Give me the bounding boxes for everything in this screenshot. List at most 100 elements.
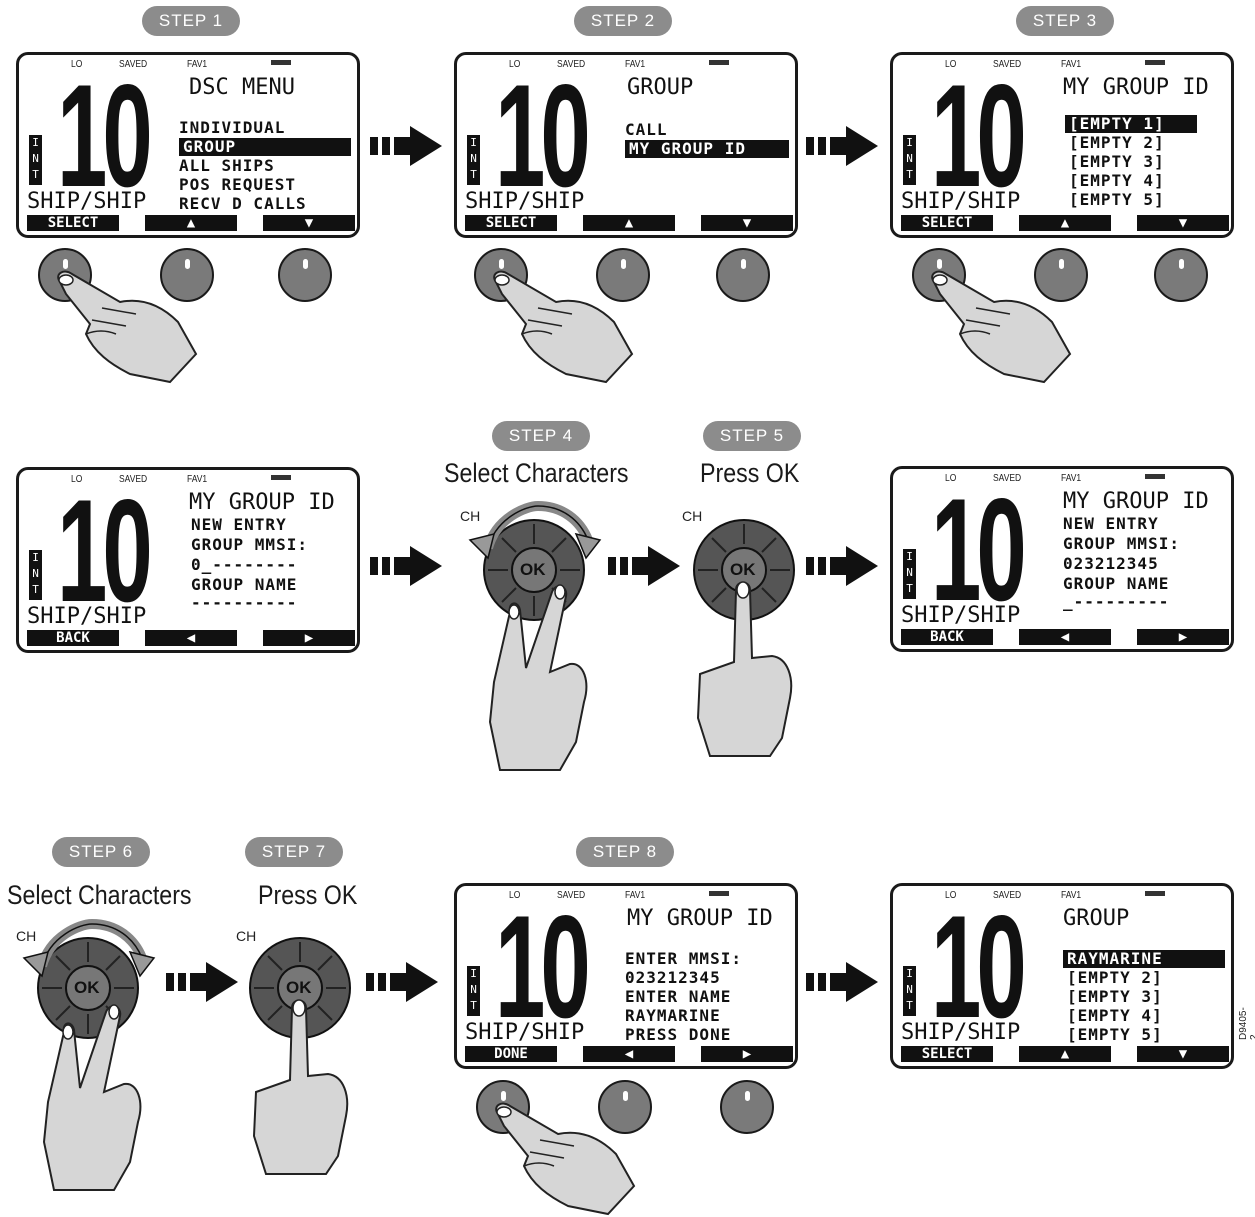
menu-line[interactable]: [EMPTY 4] [1069, 172, 1165, 190]
step-4-label: STEP 4 [492, 421, 590, 451]
softkey-left[interactable]: BACK [27, 630, 119, 646]
caption-select-characters-4: Select Characters [444, 458, 629, 489]
menu-line[interactable]: [EMPTY 5] [1069, 191, 1165, 209]
next-arrow-icon [370, 126, 442, 166]
softkey-right[interactable]: ▶ [701, 1046, 793, 1062]
menu-line-selected[interactable]: RAYMARINE [1063, 950, 1225, 968]
menu-line[interactable]: [EMPTY 2] [1067, 969, 1163, 987]
pressing-hand-icon [486, 264, 636, 384]
turning-hand-icon [34, 992, 154, 1192]
softkey-knob[interactable] [716, 248, 770, 302]
channel-number: 10 [57, 63, 148, 209]
name-entry[interactable]: _--------- [1063, 593, 1169, 611]
battery-icon [1145, 60, 1165, 65]
fav-indicator: FAV1 [625, 890, 645, 901]
battery-icon [1145, 474, 1165, 479]
int-badge: INT [467, 966, 480, 1016]
next-arrow-icon [366, 962, 438, 1002]
step-5-label: STEP 5 [703, 421, 801, 451]
softkey-knob[interactable] [720, 1080, 774, 1134]
menu-line-selected[interactable]: GROUP [179, 138, 351, 156]
next-arrow-icon [806, 962, 878, 1002]
softkey-left[interactable]: BACK [901, 629, 993, 645]
caption-press-ok-7: Press OK [258, 880, 357, 911]
softkey-right[interactable]: ▼ [1137, 1046, 1229, 1062]
rotate-arrow-icon [20, 918, 158, 978]
name-value: RAYMARINE [625, 1007, 721, 1025]
battery-icon [271, 475, 291, 480]
menu-line[interactable]: [EMPTY 4] [1067, 1007, 1163, 1025]
softkey-left[interactable]: SELECT [465, 215, 557, 231]
menu-line[interactable]: [EMPTY 3] [1067, 988, 1163, 1006]
menu-line: ENTER MMSI: [625, 950, 742, 968]
softkey-right[interactable]: ▼ [1137, 215, 1229, 231]
menu-line[interactable]: [EMPTY 3] [1069, 153, 1165, 171]
softkey-middle[interactable]: ▲ [583, 215, 675, 231]
pressing-hand-icon [488, 1096, 638, 1216]
menu-line[interactable]: ALL SHIPS [179, 157, 275, 175]
softkey-right[interactable]: ▼ [263, 215, 355, 231]
menu-line: GROUP MMSI: [191, 536, 308, 554]
menu-line[interactable]: INDIVIDUAL [179, 119, 285, 137]
menu-line[interactable]: [EMPTY 5] [1067, 1026, 1163, 1044]
softkey-knob[interactable] [1154, 248, 1208, 302]
menu-line[interactable]: RECV D CALLS [179, 195, 307, 213]
mmsi-entry[interactable]: 023212345 [1063, 555, 1159, 573]
pointing-hand-icon [690, 578, 800, 758]
next-arrow-icon [806, 546, 878, 586]
menu-line: PRESS DONE [625, 1026, 731, 1044]
softkey-left[interactable]: SELECT [901, 1046, 993, 1062]
menu-title: MY GROUP ID [189, 490, 335, 515]
battery-icon [709, 60, 729, 65]
menu-line: NEW ENTRY [191, 516, 287, 534]
softkey-knob[interactable] [278, 248, 332, 302]
softkey-middle[interactable]: ▲ [1019, 1046, 1111, 1062]
pointing-hand-icon [246, 996, 356, 1176]
channel-number: 10 [931, 63, 1022, 209]
battery-icon [271, 60, 291, 65]
channel-number: 10 [495, 894, 586, 1040]
next-arrow-icon [166, 962, 238, 1002]
softkey-left[interactable]: SELECT [27, 215, 119, 231]
menu-line[interactable]: CALL [625, 121, 668, 139]
softkey-right[interactable]: ▶ [263, 630, 355, 646]
softkey-middle[interactable]: ◀ [583, 1046, 675, 1062]
step-2-label: STEP 2 [574, 6, 672, 36]
fav-indicator: FAV1 [625, 59, 645, 70]
softkey-middle[interactable]: ▲ [1019, 215, 1111, 231]
softkey-left[interactable]: SELECT [901, 215, 993, 231]
menu-title: GROUP [1063, 906, 1129, 931]
softkey-right[interactable]: ▶ [1137, 629, 1229, 645]
step-3-label: STEP 3 [1016, 6, 1114, 36]
softkey-right[interactable]: ▼ [701, 215, 793, 231]
step-6-label: STEP 6 [52, 837, 150, 867]
name-entry[interactable]: ---------- [191, 594, 297, 612]
rotate-arrow-icon [466, 500, 604, 560]
turning-hand-icon [480, 572, 600, 772]
softkey-middle[interactable]: ▲ [145, 215, 237, 231]
menu-title: MY GROUP ID [1063, 75, 1209, 100]
step-8-label: STEP 8 [576, 837, 674, 867]
menu-line-selected[interactable]: [EMPTY 1] [1065, 115, 1197, 133]
menu-line: ENTER NAME [625, 988, 731, 1006]
int-badge: INT [467, 135, 480, 185]
softkey-middle[interactable]: ◀ [145, 630, 237, 646]
menu-title: MY GROUP ID [627, 906, 773, 931]
softkey-left[interactable]: DONE [465, 1046, 557, 1062]
menu-line[interactable]: POS REQUEST [179, 176, 296, 194]
menu-line: GROUP MMSI: [1063, 535, 1180, 553]
mode-label: SHIP/SHIP [27, 189, 146, 214]
menu-line[interactable]: [EMPTY 2] [1069, 134, 1165, 152]
step-1-label: STEP 1 [142, 6, 240, 36]
mmsi-entry[interactable]: 0_-------- [191, 556, 297, 574]
menu-line-selected[interactable]: MY GROUP ID [625, 140, 789, 158]
menu-title: DSC MENU [189, 75, 295, 100]
fav-indicator: FAV1 [1061, 890, 1081, 901]
softkey-middle[interactable]: ◀ [1019, 629, 1111, 645]
battery-icon [709, 891, 729, 896]
